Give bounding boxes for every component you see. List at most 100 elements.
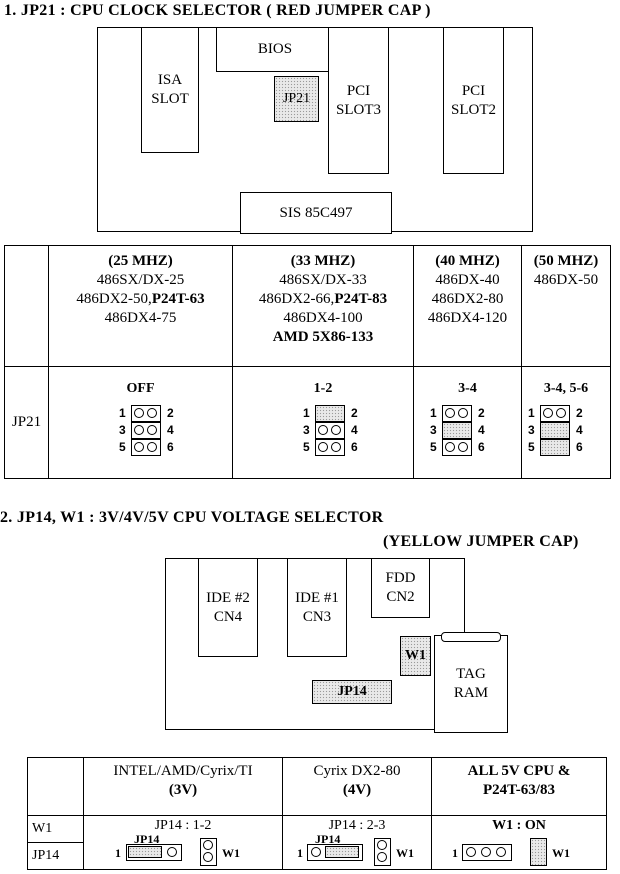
voltage-label: (3V) <box>168 782 198 798</box>
section1-heading: 1. JP21 : CPU CLOCK SELECTOR ( RED JUMPE… <box>4 2 431 19</box>
setting-label: JP14 : 2-3 <box>328 818 386 833</box>
pin-number: 1 <box>528 406 535 420</box>
pin-number: 3 <box>528 423 535 437</box>
table2-w1-row: W1 <box>27 815 84 843</box>
pin-pair <box>540 439 570 456</box>
voltage-label: (4V) <box>342 782 372 798</box>
tag-ram: TAG RAM <box>434 635 508 733</box>
isa-label-2: SLOT <box>151 91 189 107</box>
jumper-cap <box>128 846 162 858</box>
pin <box>458 442 468 452</box>
speed-label: (25 MHZ) <box>108 253 173 269</box>
setting-label: JP14 : 1-2 <box>154 818 212 833</box>
ide2-connector: IDE #2 CN4 <box>198 558 258 657</box>
cpu-label: 486DX2-66, <box>258 291 335 307</box>
fdd-label-2: CN2 <box>386 589 415 605</box>
pin1-label: 1 <box>452 846 458 860</box>
pin <box>543 408 553 418</box>
pin-number: 4 <box>351 423 358 437</box>
jp14-label: JP14 <box>337 684 367 700</box>
pci2-label-2: SLOT2 <box>451 101 496 118</box>
pin-number: 6 <box>478 440 485 454</box>
isa-label: ISA <box>157 72 183 89</box>
pin-pair <box>131 405 161 422</box>
bios-chip: BIOS <box>216 27 334 72</box>
jp14-block-3v <box>126 844 182 861</box>
pin <box>147 408 157 418</box>
w1-small-label: W1 <box>552 846 570 860</box>
cpu-label: P24T-83 <box>334 291 388 307</box>
table2-jp14-row: JP14 <box>27 842 84 870</box>
pin <box>445 408 455 418</box>
table2-corner <box>27 757 84 816</box>
setting-label: 1-2 <box>313 381 333 396</box>
pin <box>147 425 157 435</box>
pin-2 <box>481 847 491 857</box>
motherboard-diagram-2: IDE #2 CN4 IDE #1 CN3 FDD CN2 W1 JP14 TA… <box>165 558 508 733</box>
cpu-label: 486DX2-80 <box>431 291 504 307</box>
jumper-cap <box>325 846 359 858</box>
pin <box>134 425 144 435</box>
jp14-small-label: JP14 <box>134 832 160 846</box>
pin-pair <box>131 422 161 439</box>
col-50mhz: (50 MHZ) 486DX-50 <box>521 245 611 367</box>
motherboard-diagram-1: ISA SLOT BIOS JP21 PCI SLOT3 PCI SLOT2 S… <box>97 27 533 234</box>
cpu-label: 486SX/DX-25 <box>96 272 185 288</box>
cpu-type-label: INTEL/AMD/Cyrix/TI <box>113 763 253 779</box>
pin <box>556 408 566 418</box>
pin-pair <box>442 439 472 456</box>
fdd-connector: FDD CN2 <box>371 558 430 618</box>
voltage-table: W1 JP14 INTEL/AMD/Cyrix/TI (3V) Cyrix DX… <box>27 757 607 870</box>
pin-number: 1 <box>303 406 310 420</box>
pin-number: 2 <box>576 406 583 420</box>
table1-corner <box>4 245 49 367</box>
pin-number: 2 <box>478 406 485 420</box>
w1-row-label: W1 <box>32 821 53 836</box>
col-3v: INTEL/AMD/Cyrix/TI (3V) <box>83 757 283 816</box>
pin-pair <box>131 439 161 456</box>
jp14-block-5v <box>462 844 512 861</box>
cpu-label: 486DX4-75 <box>104 310 177 326</box>
pin-pair <box>442 422 472 439</box>
pin-number: 3 <box>119 423 126 437</box>
pin <box>147 442 157 452</box>
pin-number: 6 <box>167 440 174 454</box>
ram-label: RAM <box>453 685 489 701</box>
pin-number: 5 <box>303 440 310 454</box>
ide1-label-2: CN3 <box>302 608 332 625</box>
pin-number: 2 <box>351 406 358 420</box>
jp14-small-label: JP14 <box>315 832 341 846</box>
w1-jumper: W1 <box>400 636 431 676</box>
pin-number: 4 <box>576 423 583 437</box>
pin-b <box>203 852 213 862</box>
cpu-label: 486SX/DX-33 <box>279 272 367 288</box>
setting-cell-5v: W1 : ON 1 W1 <box>431 815 607 870</box>
voltage-label: P24T-63/83 <box>483 782 555 798</box>
cpu-type-label: ALL 5V CPU & <box>467 763 571 779</box>
pci3-label-2: SLOT3 <box>336 101 381 118</box>
tag-ram-notch <box>441 632 501 642</box>
w1-small-label: W1 <box>396 846 414 860</box>
cpu-label: 486DX-50 <box>533 272 599 288</box>
pin <box>458 408 468 418</box>
pin-number: 1 <box>119 406 126 420</box>
pin <box>134 408 144 418</box>
pin <box>134 442 144 452</box>
pin-number: 2 <box>167 406 174 420</box>
pin-1 <box>466 847 476 857</box>
setting-cell-4v: JP14 : 2-3 JP14 1 W1 <box>282 815 432 870</box>
jp14-block-4v <box>307 844 363 861</box>
pin <box>331 425 341 435</box>
pin-3 <box>496 847 506 857</box>
pci2-label: PCI <box>461 82 486 99</box>
pin-pair <box>540 422 570 439</box>
pin-pair <box>315 405 345 422</box>
jp21-jumper: JP21 <box>274 76 319 122</box>
pin1-label: 1 <box>115 846 121 860</box>
cpu-type-label: Cyrix DX2-80 <box>313 763 401 779</box>
pin-number: 5 <box>119 440 126 454</box>
w1-block-4v <box>374 838 391 866</box>
cpu-label: 486DX4-120 <box>427 310 508 326</box>
